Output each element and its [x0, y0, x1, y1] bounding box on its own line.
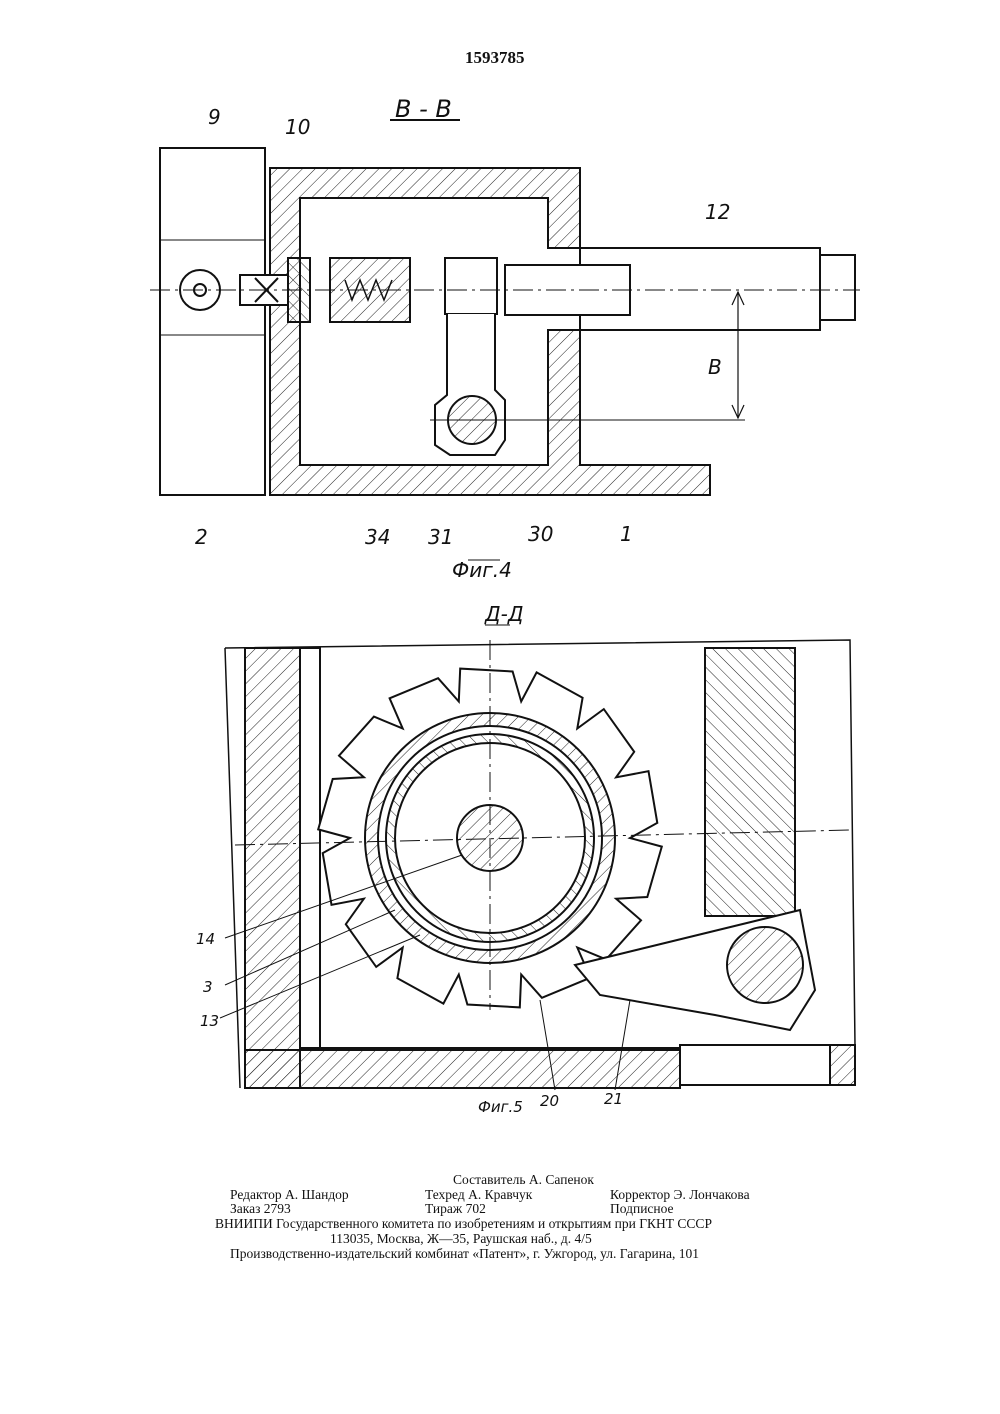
- label-12: 12: [705, 200, 731, 224]
- footer-order: Заказ 2793: [230, 1201, 291, 1216]
- label-3: 3: [203, 978, 213, 996]
- dimension-b: В: [708, 355, 722, 379]
- label-30: 30: [528, 522, 554, 546]
- footer-corrector: Корректор Э. Лончакова: [610, 1187, 750, 1202]
- label-31: 31: [428, 525, 454, 549]
- footer-subscription: Подписное: [610, 1201, 674, 1216]
- label-20: 20: [540, 1092, 560, 1110]
- label-21: 21: [604, 1090, 624, 1108]
- fig4-section-title: В - В: [395, 95, 452, 123]
- figure-5-drawing: [219, 624, 856, 1091]
- label-2: 2: [195, 525, 208, 549]
- label-9: 9: [208, 105, 221, 129]
- footer-techred: Техред А. Кравчук: [425, 1187, 533, 1202]
- label-14: 14: [196, 930, 216, 948]
- footer-publisher: Производственно-издательский комбинат «П…: [230, 1246, 699, 1261]
- label-13: 13: [200, 1012, 220, 1030]
- footer-address: 113035, Москва, Ж—35, Раушская наб., д. …: [330, 1231, 592, 1246]
- patent-number: 1593785: [465, 48, 525, 67]
- label-34: 34: [365, 525, 391, 549]
- footer-editor: Редактор А. Шандор: [230, 1187, 349, 1202]
- footer-circulation: Тираж 702: [425, 1201, 486, 1216]
- label-10: 10: [285, 115, 311, 139]
- fig5-caption: Фиг.5: [478, 1098, 523, 1116]
- figure-4-drawing: [150, 119, 860, 561]
- footer-compiler: Составитель А. Сапенок: [453, 1172, 594, 1187]
- fig5-section-title: Д-Д: [485, 602, 524, 626]
- fig4-caption: Фиг.4: [452, 558, 512, 582]
- label-1: 1: [620, 522, 633, 546]
- footer-org: ВНИИПИ Государственного комитета по изоб…: [215, 1216, 712, 1231]
